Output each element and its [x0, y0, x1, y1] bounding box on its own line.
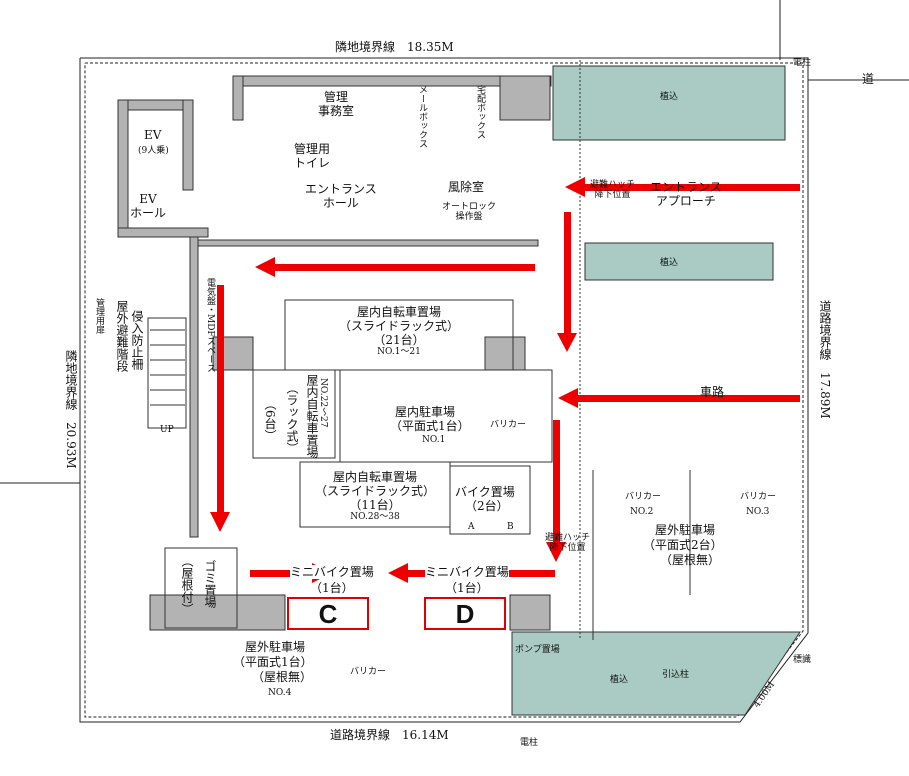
- ev-label: EV: [144, 128, 162, 142]
- moto-rect: [449, 465, 531, 535]
- bike2-title: 屋内自転車置場: [305, 374, 319, 458]
- service-door: 管理用扉: [94, 298, 104, 334]
- plant-mid: [584, 242, 774, 281]
- bike1-title: 屋内自転車置場: [356, 305, 441, 319]
- utility-pole-top: 電柱: [793, 58, 812, 68]
- sign: 標識: [793, 655, 812, 665]
- bike3-no: NO.28〜38: [350, 512, 400, 522]
- plant-top-label: 植込: [660, 92, 679, 102]
- stairs-up: UP: [160, 425, 174, 435]
- outdoor-bottom-title: 屋外駐車場: [245, 640, 306, 654]
- bike2-rect: [252, 369, 336, 459]
- stairs-rect: [147, 317, 187, 429]
- bike1-no: NO.1〜21: [377, 347, 421, 357]
- plant-bottom: [511, 631, 801, 716]
- utility-pole-bottom: 電柱: [520, 738, 539, 748]
- autolock-panel: オートロック 操作盤: [442, 202, 497, 222]
- moto-a: A: [468, 522, 475, 532]
- indoor-parking-barrier: バリカー: [490, 420, 527, 430]
- bike3-type: （スライドラック式）: [314, 484, 435, 498]
- outdoor-bottom-roof: （屋根無）: [252, 670, 313, 684]
- boundary-left: 隣地境界線 20.93M: [64, 350, 78, 469]
- minibike-c-box: C: [287, 597, 369, 630]
- arrow-down-3: [546, 420, 566, 562]
- ev-hall: EV ホール: [130, 192, 167, 220]
- arrow-down-2: [210, 285, 230, 532]
- garbage-rect: [164, 547, 238, 629]
- outdoor-barrier-3: バリカー: [740, 492, 777, 502]
- outdoor-no2: NO.2: [630, 507, 654, 517]
- minibike-c-count: （1台）: [310, 581, 354, 595]
- garbage-roof: （屋根付）: [180, 555, 194, 615]
- minibike-d-count: （1台）: [445, 581, 489, 595]
- entrance-approach: エントランス アプローチ: [650, 180, 722, 208]
- outdoor-bottom-type: （平面式1台）: [233, 655, 313, 669]
- boundary-bottom: 道路境界線 16.14M: [330, 728, 449, 742]
- plant-bottom-label: 植込: [610, 675, 629, 685]
- outdoor-bottom-no: NO.4: [268, 688, 292, 698]
- outdoor-no3: NO.3: [746, 507, 770, 517]
- mailbox: メールボックス: [417, 85, 427, 148]
- site-boundary: [79, 57, 809, 723]
- bike-area-1: 屋内自転車置場 （スライドラック式） （21台） NO.1〜21: [285, 305, 513, 357]
- boundary-right: 道路境界線 17.89M: [818, 300, 832, 419]
- arrow-down-1: [557, 212, 577, 352]
- outdoor-barrier-2: バリカー: [625, 492, 662, 502]
- vestibule: 風除室: [448, 180, 485, 194]
- garbage-title: ゴミ置場: [203, 560, 217, 608]
- bike1-count: （21台）: [373, 333, 425, 347]
- bike-area-3: 屋内自転車置場 （スライドラック式） （11台） NO.28〜38: [300, 470, 450, 522]
- road-label: 道: [862, 72, 875, 86]
- bike1-type: （スライドラック式）: [338, 319, 459, 333]
- outdoor-right-title: 屋外駐車場: [655, 523, 716, 537]
- indoor-parking-type: （平面式1台）: [390, 419, 470, 433]
- moto-b: B: [507, 522, 514, 532]
- outdoor-right-roof: （屋根無）: [660, 553, 721, 567]
- intrusion-fence: 侵入防止柵: [130, 310, 144, 370]
- service-pole: 引込柱: [662, 670, 690, 680]
- bike2-no: NO.22〜27: [318, 378, 328, 428]
- outdoor-stairs: 屋外避難階段: [115, 300, 129, 372]
- minibike-d-title: ミニバイク置場: [425, 565, 509, 579]
- plant-top: [552, 65, 786, 141]
- minibike-c-title: ミニバイク置場: [290, 565, 374, 579]
- ev-capacity: (9人乗): [138, 146, 169, 156]
- mdf-space: 電気盤・MDFスペース: [205, 278, 215, 373]
- office: 管理 事務室: [318, 90, 355, 118]
- bike3-title: 屋内自転車置場: [332, 470, 417, 484]
- bike2-type: （ラック式）: [285, 382, 299, 454]
- outdoor-right-type: （平面式2台）: [643, 538, 723, 552]
- outdoor-bottom-barrier: バリカー: [350, 667, 387, 677]
- hatch-label-2: 避難ハッチ 降下位置: [545, 533, 591, 553]
- moto-count: （2台）: [465, 499, 509, 513]
- bike3-count: （11台）: [349, 498, 401, 512]
- minibike-d-box: D: [424, 597, 506, 630]
- indoor-parking-no: NO.1: [422, 435, 446, 445]
- arrow-hall: [255, 257, 535, 277]
- moto-title: バイク置場: [455, 485, 515, 499]
- plant-mid-label: 植込: [660, 258, 679, 268]
- arrow-entrance: [565, 177, 800, 197]
- delivery-box: 宅配ボックス: [475, 85, 485, 139]
- drive-passage: 車路: [700, 385, 725, 399]
- boundary-top: 隣地境界線 18.35M: [335, 40, 454, 54]
- entrance-hall: エントランス ホール: [305, 182, 377, 210]
- indoor-parking-title: 屋内駐車場: [395, 405, 456, 419]
- toilet: 管理用 トイレ: [294, 142, 331, 170]
- arrow-passage: [558, 388, 800, 408]
- hatch-label-1: 避難ハッチ 降下位置: [590, 180, 636, 200]
- pump-space: ポンプ置場: [515, 645, 560, 655]
- bike2-count: （6台）: [263, 398, 277, 442]
